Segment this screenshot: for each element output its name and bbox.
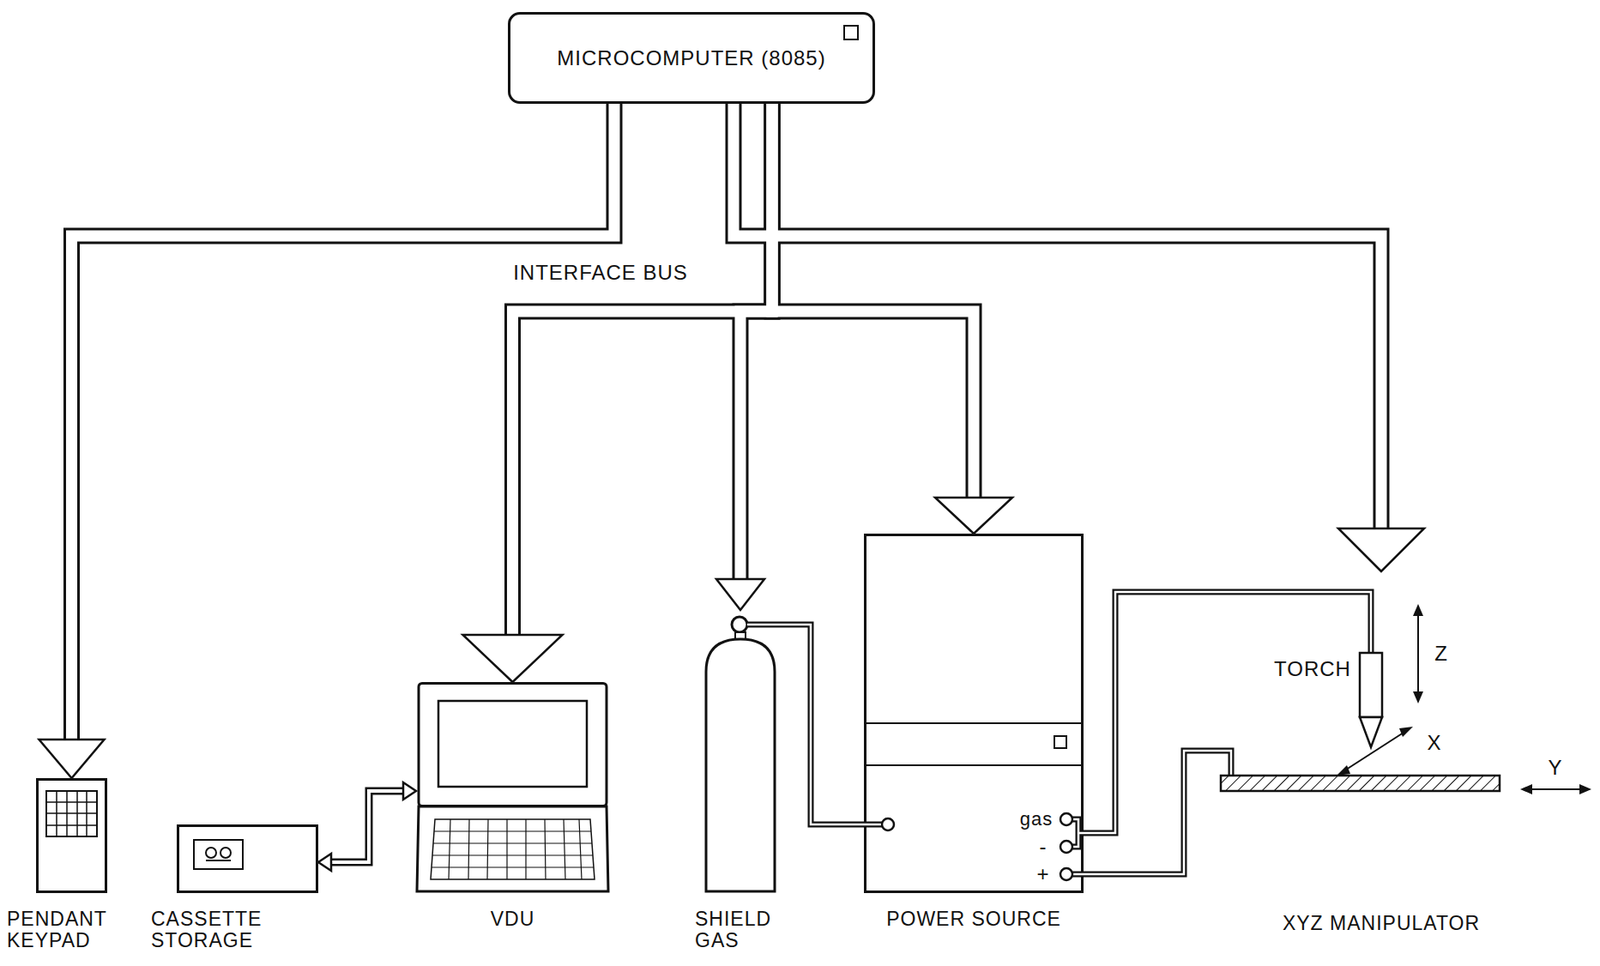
power-source: POWER SOURCE bbox=[863, 533, 1084, 894]
terminal-label: - bbox=[1039, 836, 1048, 858]
xyz-manipulator-drawing bbox=[1213, 571, 1549, 898]
terminal-label: + bbox=[1036, 863, 1050, 885]
device-label: VDU bbox=[461, 908, 565, 930]
pendant-keypad-drawing bbox=[36, 778, 108, 894]
connector-fill bbox=[1083, 591, 1214, 834]
connector-fill bbox=[72, 103, 616, 741]
arrow-head bbox=[39, 739, 105, 779]
line-connector bbox=[777, 624, 864, 825]
arrow-head bbox=[463, 634, 563, 683]
cassette-storage: CASSETTE STORAGE bbox=[176, 824, 319, 894]
connector-fill bbox=[733, 103, 1382, 530]
arrow-head bbox=[403, 782, 417, 800]
bus-connector bbox=[72, 103, 616, 741]
device-label: POWER SOURCE bbox=[845, 908, 1103, 930]
connector-fill bbox=[330, 790, 405, 863]
terminal-label: gas bbox=[1020, 809, 1053, 829]
connector-fill bbox=[777, 624, 864, 825]
line-connector bbox=[1083, 750, 1214, 875]
connector-fill bbox=[1083, 750, 1214, 875]
box-text: MICROCOMPUTER (8085) bbox=[556, 46, 826, 71]
line-connector bbox=[330, 790, 405, 863]
torch-label: TORCH bbox=[1273, 658, 1352, 680]
bus-connector bbox=[772, 103, 974, 499]
microcomputer-box: MICROCOMPUTER (8085) bbox=[507, 12, 876, 104]
bus-connector bbox=[733, 103, 1382, 530]
device-label: CASSETTE STORAGE bbox=[150, 908, 302, 952]
gas-cylinder: SHIELD GAS bbox=[703, 609, 778, 894]
line-connector bbox=[1083, 591, 1214, 834]
xyz-manipulator: XYZ MANIPULATOR bbox=[1213, 571, 1549, 898]
axis-label: Y bbox=[1547, 757, 1563, 779]
device-label: PENDANT KEYPAD bbox=[6, 908, 145, 952]
arrow-head bbox=[716, 579, 765, 610]
device-label: XYZ MANIPULATOR bbox=[1226, 912, 1536, 935]
arrow-head bbox=[318, 853, 332, 871]
indicator-square bbox=[843, 24, 859, 41]
bus-label: INTERFACE BUS bbox=[513, 262, 689, 284]
pendant-keypad: PENDANT KEYPAD bbox=[36, 778, 108, 894]
connector-fill bbox=[772, 103, 974, 499]
device-label: SHIELD GAS bbox=[694, 908, 798, 952]
arrow-head bbox=[1338, 528, 1425, 572]
vdu-terminal: VDU bbox=[416, 682, 610, 894]
arrow-head bbox=[935, 497, 1013, 534]
vdu-terminal-drawing bbox=[416, 682, 610, 894]
power-source-drawing bbox=[863, 533, 1084, 894]
axis-label: Z bbox=[1434, 643, 1449, 665]
cassette-storage-drawing bbox=[176, 824, 319, 894]
axis-label: X bbox=[1426, 732, 1442, 754]
gas-cylinder-drawing bbox=[703, 609, 778, 894]
